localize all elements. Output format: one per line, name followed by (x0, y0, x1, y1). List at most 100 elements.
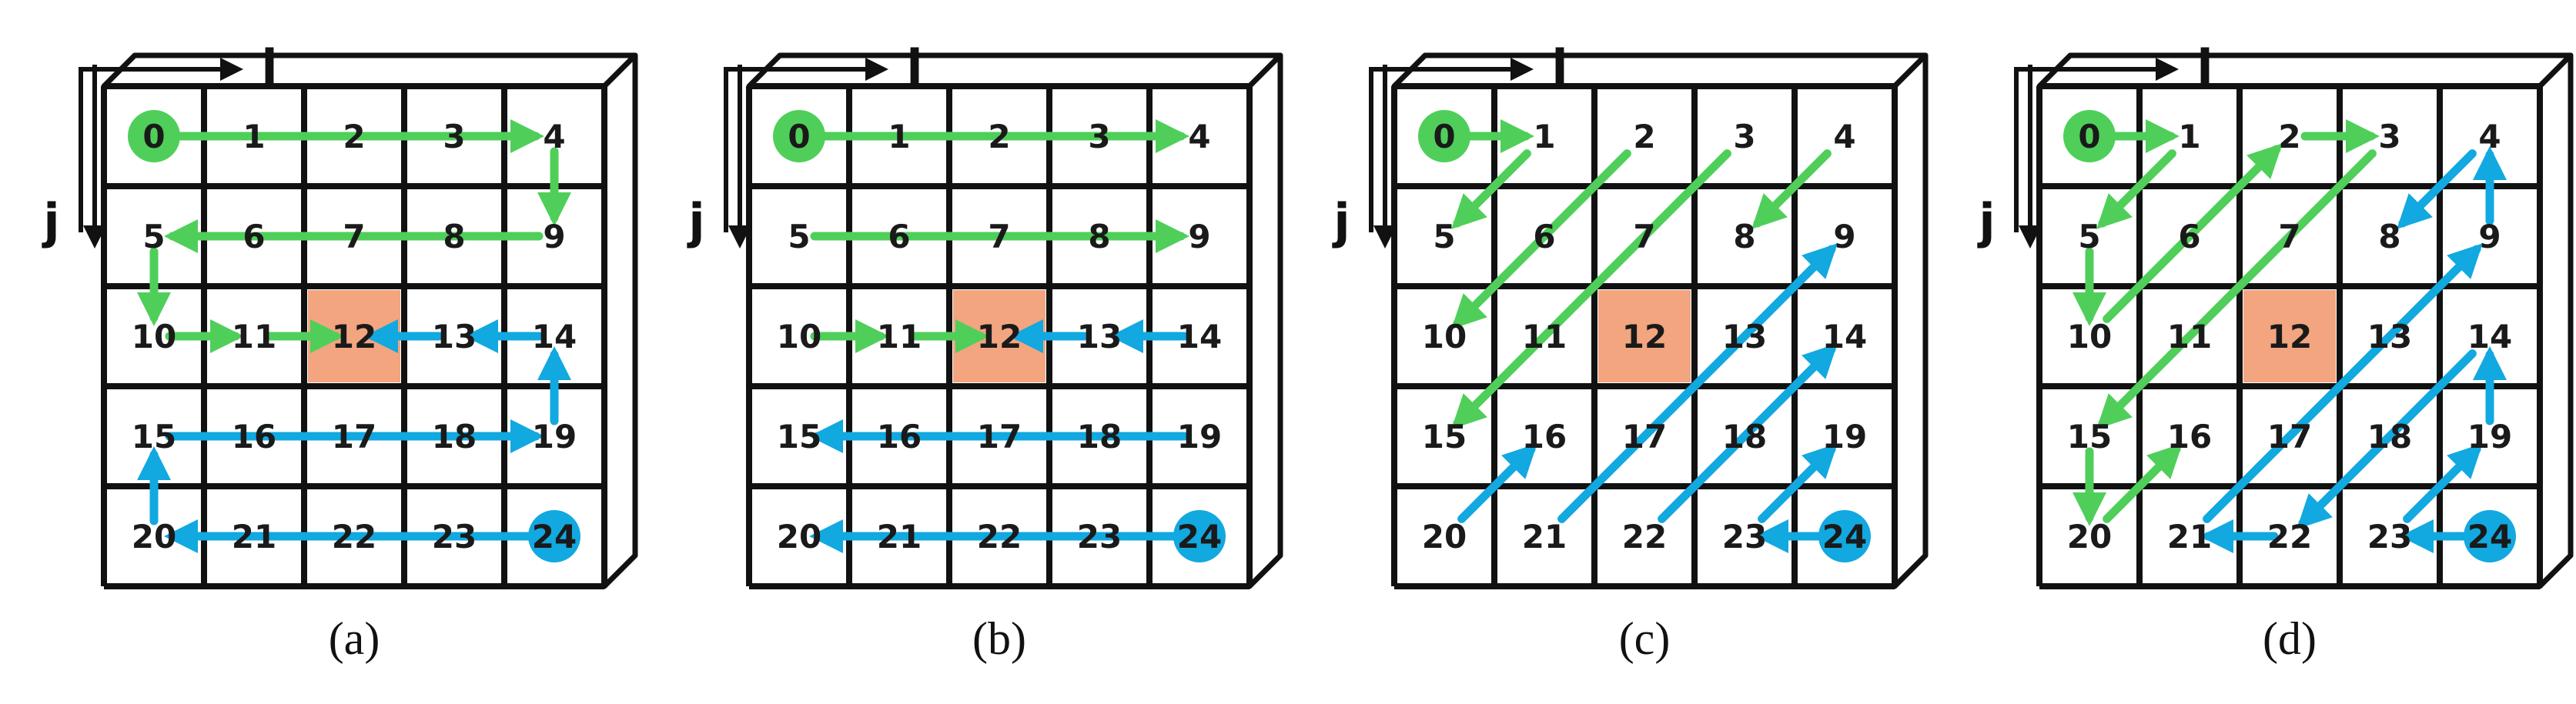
cell-label: 1 (1533, 118, 1555, 155)
forward-arrow-1-5 (2096, 149, 2176, 229)
cell-label: 23 (2367, 518, 2412, 556)
cell-label: 21 (877, 518, 922, 556)
cell-label: 3 (443, 118, 465, 155)
cell-label: 16 (232, 418, 276, 455)
cell-label: 0 (788, 118, 810, 155)
backward-arrow-21-9 (1557, 243, 1838, 523)
cell-label: 14 (1177, 318, 1222, 355)
cell-label: 17 (1622, 418, 1667, 455)
cell-label: 21 (232, 518, 276, 556)
cell-label: 0 (142, 118, 165, 155)
i-axis-label: i (261, 39, 277, 95)
cell-label: 6 (1533, 218, 1555, 255)
cell-label: 2 (343, 118, 365, 155)
cell-label: 1 (888, 118, 910, 155)
panel-caption: (c) (1619, 613, 1671, 664)
cell-label: 17 (977, 418, 1022, 455)
cell-label: 24 (1177, 518, 1222, 556)
grid-side-face (1246, 52, 1283, 589)
forward-arrow-20-16 (2103, 443, 2183, 523)
cell-label: 12 (2267, 318, 2312, 355)
cell-label: 3 (1088, 118, 1110, 155)
cell-label: 7 (2278, 218, 2300, 255)
cell-label: 20 (777, 518, 821, 556)
cell-label: 2 (988, 118, 1010, 155)
cell-label: 10 (2067, 318, 2112, 355)
cell-label: 20 (132, 518, 176, 556)
start-node (773, 110, 825, 162)
grid-side-face (601, 52, 638, 589)
forward-arrow-1-5 (1451, 149, 1531, 229)
cell-label: 21 (2167, 518, 2212, 556)
end-node (1173, 510, 1226, 562)
cell-label: 0 (1433, 118, 1455, 155)
cell-label: 6 (2178, 218, 2200, 255)
cell-label: 8 (1733, 218, 1755, 255)
cell-label: 20 (1422, 518, 1467, 556)
cell-label: 24 (2467, 518, 2512, 556)
cell-label: 12 (332, 318, 376, 355)
cell-label: 17 (332, 418, 376, 455)
cell-label: 5 (788, 218, 810, 255)
i-axis-label: i (2196, 39, 2213, 95)
cell-label: 0 (2078, 118, 2100, 155)
j-axis-label: j (1331, 193, 1350, 249)
backward-arrow-23-19 (2403, 443, 2483, 523)
cell-label: 9 (543, 218, 565, 255)
cell-label: 22 (977, 518, 1022, 556)
cell-label: 13 (2367, 318, 2412, 355)
cell-label: 7 (988, 218, 1010, 255)
cell-label: 24 (1822, 518, 1867, 556)
backward-arrow-23-19 (1758, 443, 1838, 523)
cell-label: 19 (2467, 418, 2512, 455)
i-axis-arrow (724, 58, 888, 232)
end-node (528, 510, 580, 562)
cell-label: 4 (2478, 118, 2501, 155)
cell-label: 16 (2167, 418, 2212, 455)
cell-label: 4 (1188, 118, 1210, 155)
cell-label: 19 (1177, 418, 1222, 455)
cell-label: 7 (1633, 218, 1655, 255)
cell-label: 6 (243, 218, 265, 255)
cell-label: 5 (1433, 218, 1455, 255)
cell-label: 11 (232, 318, 276, 355)
start-node (128, 110, 180, 162)
cell-label: 3 (1733, 118, 1755, 155)
cell-label: 23 (1077, 518, 1122, 556)
center-cell (1598, 290, 1691, 382)
cell-label: 12 (977, 318, 1022, 355)
i-axis-label: i (906, 39, 922, 95)
cell-label: 23 (1722, 518, 1767, 556)
panel-caption: (a) (329, 613, 380, 664)
cell-label: 1 (243, 118, 265, 155)
cell-label: 4 (543, 118, 565, 155)
cell-label: 18 (432, 418, 477, 455)
cell-label: 23 (432, 518, 477, 556)
cell-label: 15 (2067, 418, 2112, 455)
cell-label: 6 (888, 218, 910, 255)
end-node (1818, 510, 1871, 562)
cell-label: 19 (1822, 418, 1867, 455)
cell-label: 9 (2478, 218, 2501, 255)
cell-label: 10 (132, 318, 176, 355)
cell-label: 10 (777, 318, 821, 355)
cell-label: 21 (1522, 518, 1567, 556)
cell-label: 9 (1833, 218, 1855, 255)
cell-label: 19 (532, 418, 577, 455)
cell-label: 14 (1822, 318, 1867, 355)
center-cell (2243, 290, 2336, 382)
forward-arrow-3-15 (2096, 149, 2377, 429)
panel-caption: (d) (2263, 613, 2317, 664)
end-node (2464, 510, 2516, 562)
cell-label: 14 (532, 318, 577, 355)
cell-label: 24 (532, 518, 577, 556)
cell-label: 18 (1722, 418, 1767, 455)
cell-label: 1 (2178, 118, 2200, 155)
cell-label: 16 (1522, 418, 1567, 455)
cell-label: 16 (877, 418, 922, 455)
cell-label: 17 (2267, 418, 2312, 455)
cell-label: 11 (2167, 318, 2212, 355)
